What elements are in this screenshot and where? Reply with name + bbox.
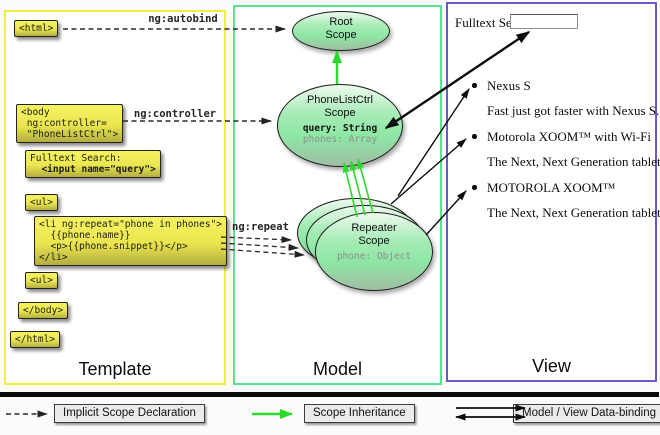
legend-implicit-scope: Implicit Scope Declaration (54, 404, 205, 423)
fulltext-search-input[interactable] (510, 14, 578, 29)
code-line: <ul> (30, 275, 53, 286)
repeater-scope-ellipse: Repeater Scope phone: Object (315, 212, 433, 291)
li-repeat-code-box: <li ng:repeat="phone in phones"> {{phone… (34, 216, 228, 266)
phonelistctrl-scope-ellipse: PhoneListCtrl Scope query: String phones… (277, 84, 403, 167)
model-column: Model (233, 5, 442, 385)
code-line: </li> (39, 252, 68, 263)
scope-property: phone: Object (336, 251, 412, 262)
code-line: <li ng:repeat="phone in phones"> (39, 219, 223, 230)
code-line: <body (21, 107, 50, 118)
bullet-icon (472, 83, 477, 88)
legend-separator (0, 392, 659, 397)
phone-item-title: Nexus S (487, 78, 531, 93)
ul-close-tag-box: <ul> (25, 272, 58, 289)
code-line: <html> (19, 23, 54, 34)
html-open-tag-box: <html> (14, 20, 59, 37)
scope-name: Scope (324, 106, 356, 119)
ng-autobind-label: ng:autobind (148, 13, 218, 25)
code-line: "PhoneListCtrl"> (21, 129, 119, 140)
code-line: Fulltext Search: (30, 153, 122, 164)
code-line: </body> (23, 305, 64, 316)
phone-item-desc: The Next, Next Generation tablet. (487, 154, 660, 169)
code-line: </html> (15, 334, 56, 345)
legend-scope-inheritance: Scope Inheritance (304, 404, 415, 423)
phone-item-desc: The Next, Next Generation tablet. (487, 205, 660, 220)
body-open-tag-box: <body ng:controller= "PhoneListCtrl"> (16, 104, 124, 143)
model-column-label: Model (312, 359, 363, 379)
code-line: <p>{{phone.snippet}}</p> (39, 241, 188, 252)
template-column-label: Template (78, 359, 152, 379)
scope-name: Scope (325, 28, 357, 41)
scope-property: query: String (302, 123, 378, 134)
code-line: <input name="query"> (30, 164, 156, 175)
scope-name: Root (329, 16, 353, 28)
scope-name: Scope (358, 234, 390, 247)
root-scope-ellipse: Root Scope (292, 11, 390, 51)
phone-item-title: Motorola XOOM™ with Wi-Fi (487, 129, 652, 144)
scope-name: PhoneListCtrl (306, 94, 374, 106)
code-line: <ul> (30, 197, 53, 208)
phone-item-title: MOTOROLA XOOM™ (487, 180, 616, 195)
bullet-icon (472, 134, 477, 139)
view-column-label: View (532, 356, 571, 376)
code-line: {{phone.name}} (39, 230, 131, 241)
body-close-tag-box: </body> (18, 302, 69, 319)
phone-item-desc: Fast just got faster with Nexus S. (487, 103, 660, 118)
code-line: ng:controller= (21, 118, 107, 129)
fulltext-search-code-box: Fulltext Search: <input name="query"> (25, 150, 161, 178)
html-close-tag-box: </html> (10, 331, 61, 348)
ng-controller-label: ng:controller (133, 108, 217, 120)
scope-property: phones: Array (302, 134, 378, 145)
ul-open-tag-box: <ul> (25, 194, 58, 211)
bullet-icon (472, 185, 477, 190)
legend-data-binding: Model / View Data-binding (513, 404, 660, 423)
scope-name: Repeater (351, 222, 397, 234)
ng-repeat-label: ng:repeat (232, 221, 289, 233)
